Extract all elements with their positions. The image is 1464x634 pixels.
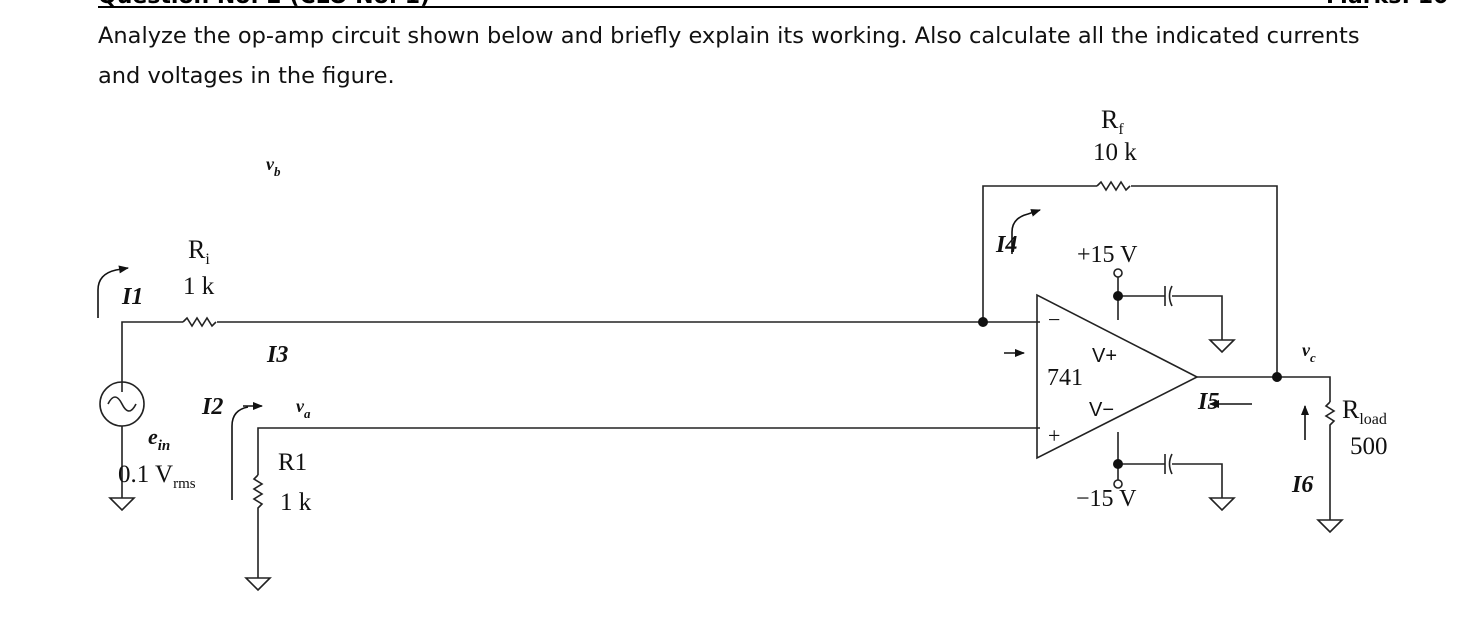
resistor-r1 (252, 474, 264, 578)
question-line-1: Analyze the op-amp circuit shown below a… (98, 23, 1360, 49)
ri-value: 1 k (183, 273, 215, 300)
r1-value: 1 k (280, 489, 312, 516)
node-pos-supply (1113, 291, 1123, 301)
resistor-rload (1324, 401, 1336, 520)
opamp-vminus: V− (1089, 399, 1114, 421)
header-underline (98, 6, 1368, 8)
node-output (1272, 372, 1282, 382)
opamp-noninverting-sign: + (1048, 423, 1060, 448)
i4-label: I4 (995, 232, 1017, 258)
ground-neg-cap (1208, 497, 1236, 512)
vc-label: vc (1302, 340, 1316, 365)
node-inverting (978, 317, 988, 327)
ground-r1 (244, 577, 272, 592)
ground-load (1316, 519, 1344, 534)
ground-source (108, 497, 136, 512)
marks: Marks: 10 (1326, 0, 1448, 9)
rf-value: 10 k (1093, 139, 1137, 166)
supply-pos-label: +15 V (1077, 242, 1138, 268)
header-strip: Question No. 2 (CLO No. 1) Marks: 10 (0, 0, 1464, 9)
opamp-inverting-sign: − (1048, 307, 1060, 332)
rload-value: 500 (1350, 433, 1388, 460)
arrow-i4 (1011, 209, 1041, 254)
ri-label: Ri (188, 235, 210, 268)
r1-label: R1 (278, 449, 307, 476)
supply-neg-label: −15 V (1076, 486, 1137, 512)
i2-label: I2 (201, 394, 223, 420)
i3-label: I3 (266, 342, 288, 368)
wires (99, 180, 1344, 592)
i6-label: I6 (1291, 472, 1313, 498)
va-label: va (296, 396, 311, 421)
rf-label: Rf (1101, 105, 1124, 138)
arrow-i2-tail (231, 406, 249, 500)
opamp-model: 741 (1047, 365, 1083, 391)
node-neg-supply (1113, 459, 1123, 469)
i5-label: I5 (1197, 389, 1219, 415)
opamp-triangle (1036, 293, 1199, 460)
rload-label: Rload (1342, 395, 1387, 428)
ground-pos-cap (1208, 339, 1236, 354)
ein-label: ein (148, 424, 170, 454)
question-line-2: and voltages in the figure. (98, 63, 395, 89)
question-number: Question No. 2 (CLO No. 1) (98, 0, 430, 9)
arrow-i1 (97, 265, 129, 318)
vb-label: vb (266, 154, 281, 179)
i1-label: I1 (121, 284, 143, 310)
question-text: Analyze the op-amp circuit shown below a… (98, 16, 1428, 96)
resistor-rf (1096, 180, 1131, 192)
current-arrows (97, 209, 1309, 500)
resistor-ri (182, 316, 217, 328)
opamp-vplus: V+ (1092, 345, 1117, 367)
ein-value: 0.1 Vrms (118, 461, 196, 492)
